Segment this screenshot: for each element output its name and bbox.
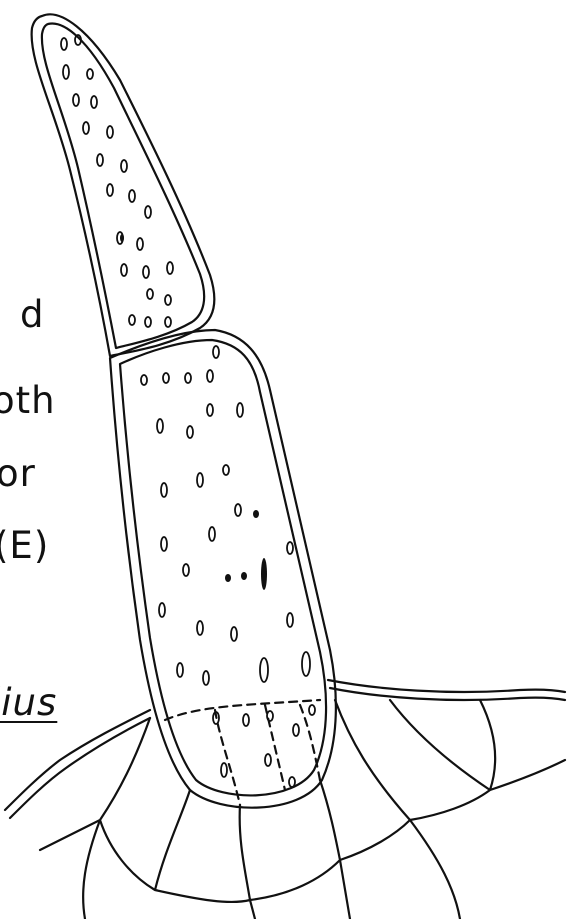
apical-cell-outer bbox=[32, 14, 215, 356]
epidermal-cell-walls bbox=[40, 700, 565, 919]
text-fragment: oth bbox=[0, 382, 56, 419]
text-fragment: d bbox=[20, 296, 45, 333]
text-fragment: lius bbox=[0, 684, 57, 721]
text-fragment: or bbox=[0, 455, 36, 492]
basal-cell-inner bbox=[120, 340, 326, 795]
apical-cell-inner bbox=[42, 24, 204, 348]
basal-cell-dots bbox=[120, 234, 267, 590]
apical-cell-specks bbox=[61, 35, 173, 327]
basal-cell-specks bbox=[141, 346, 315, 787]
text-fragment: (E) bbox=[0, 527, 49, 564]
epidermis-right bbox=[328, 680, 565, 692]
